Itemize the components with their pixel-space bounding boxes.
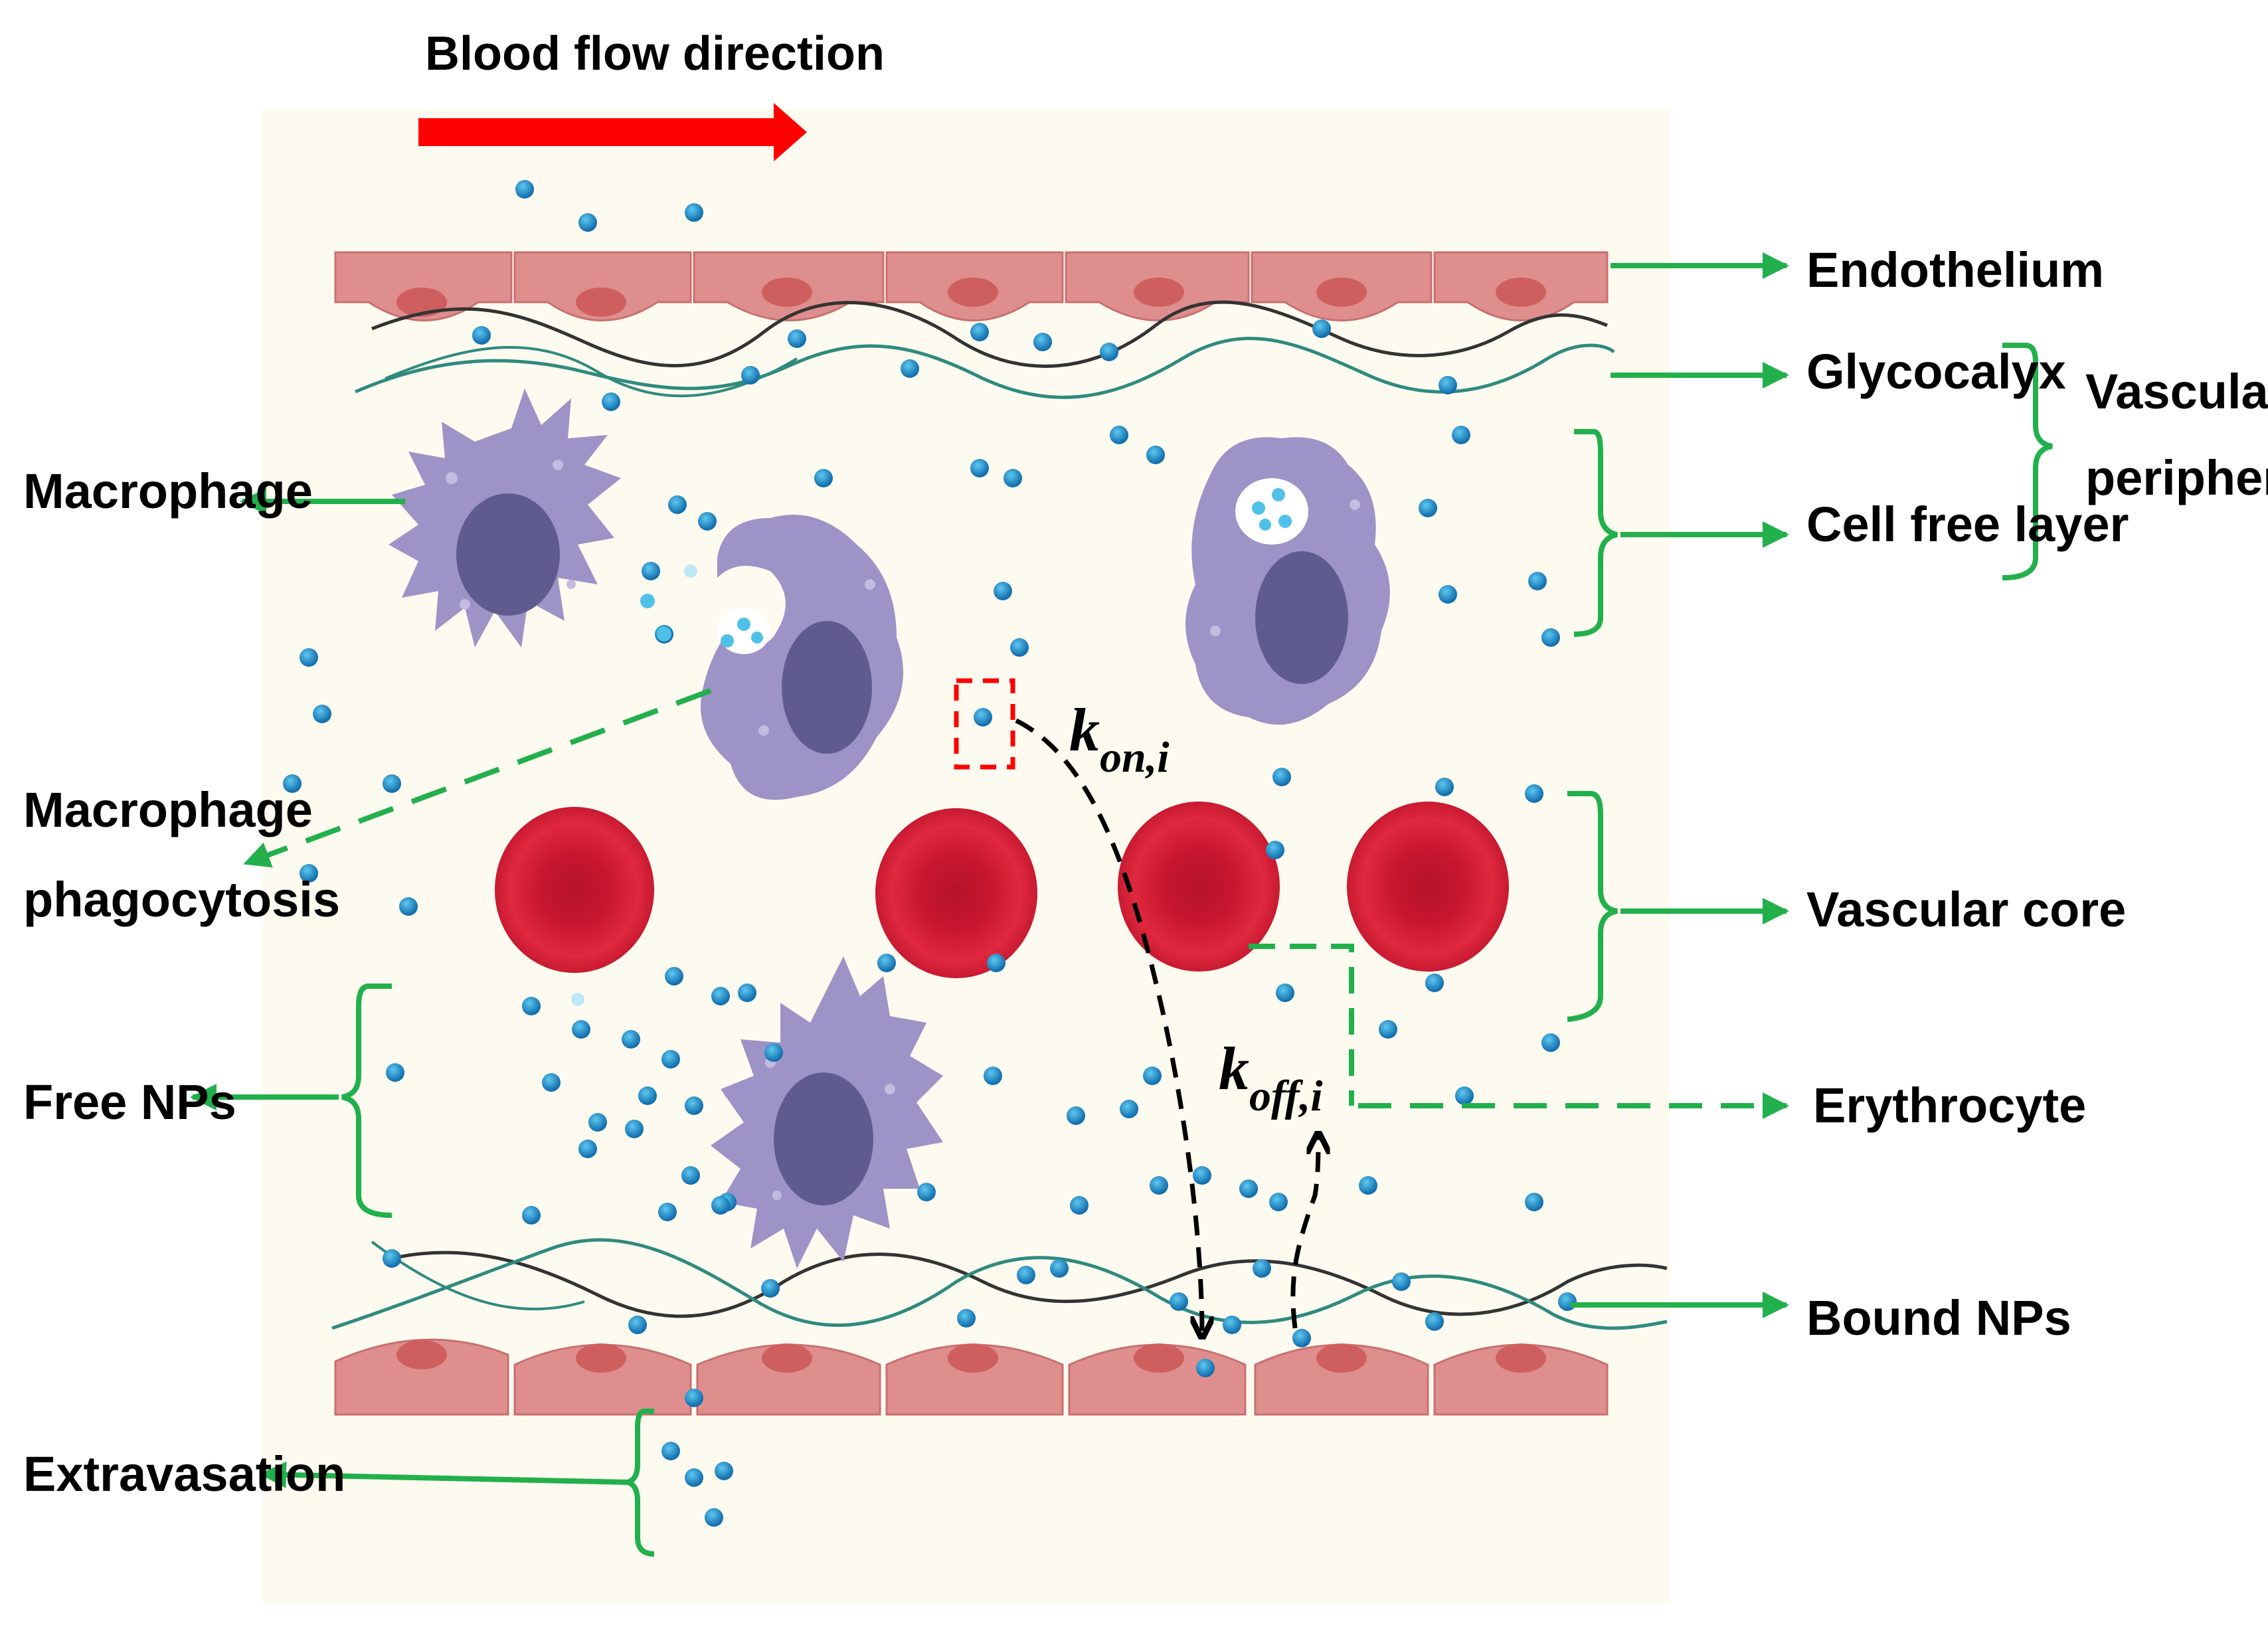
endothelial-cell-icon [513,1343,692,1416]
endothelium-label: Endothelium [1806,242,2104,298]
endothelial-cell-icon [334,251,513,321]
macrophage-icon [701,515,903,800]
erythrocyte-icon [1118,802,1280,972]
k-off-label: koff,i [1219,1035,1323,1120]
bottom-glycocalyx [331,1238,1668,1330]
endothelial-cell-icon [1433,251,1609,321]
glycocalyx-label: Glycocalyx [1806,344,2066,399]
macrophage-label: Macrophage [23,464,313,519]
k-on-label: kon,i [1069,696,1170,782]
endothelial-cell-icon [513,251,692,321]
endothelial-cell-icon [1254,1343,1429,1416]
phagocytosis-label-line1: Macrophage [23,782,313,837]
phagocytosed-nanoparticles [571,564,697,1006]
erythrocyte-connector [1249,944,1354,1106]
flow-direction-title: Blood flow direction [425,27,885,80]
top-endothelium [334,251,1609,321]
endothelial-cell-icon [885,251,1064,321]
erythrocyte-icon [875,808,1037,978]
erythrocyte-label: Erythrocyte [1813,1078,2086,1133]
flow-arrow-icon [418,103,807,161]
macrophage-icon [711,956,943,1268]
cell-free-layer-bracket [1573,429,1618,637]
macrophage-icon [389,388,621,647]
extravasation-label: Extravasation [23,1446,345,1502]
k-on-arrow [1015,718,1202,1335]
selected-nanoparticle-box [954,678,1015,770]
k-off-arrow [1290,1136,1318,1329]
phagocytosis-pointer [243,688,712,868]
endothelial-cell-icon [334,1338,509,1416]
vascular-core-bracket [1567,791,1618,1022]
endothelial-cell-icon [1251,251,1433,321]
phagocytosis-label-line2: phagocytosis [23,872,340,927]
nanoparticles [283,180,1577,1527]
macrophage-icon [1185,437,1390,725]
erythrocytes [495,802,1509,978]
endothelial-cell-icon [1068,1343,1247,1416]
bottom-endothelium [334,1338,1609,1416]
erythrocyte-icon [495,807,654,973]
cell-free-layer-label: Cell free layer [1806,497,2129,552]
extravasation-pointer [260,1461,628,1488]
endothelial-cell-icon [1433,1343,1609,1416]
top-glycocalyx [355,300,1615,399]
vascular-periphery-bracket [2002,343,2053,580]
bound-nps-label: Bound NPs [1806,1290,2071,1345]
endothelial-cell-icon [885,1343,1064,1416]
annotations [190,252,2053,1557]
vascular-periphery-label-line2: periphery [2085,450,2268,505]
extravasation-bracket [617,1409,655,1557]
vascular-periphery-label-line1: Vascular [2085,364,2268,419]
free-nps-bracket [341,984,393,1218]
endothelial-cell-icon [696,1343,881,1416]
erythrocyte-icon [1347,802,1509,972]
vascular-core-label: Vascular core [1806,882,2126,937]
free-nps-label: Free NPs [23,1075,236,1130]
